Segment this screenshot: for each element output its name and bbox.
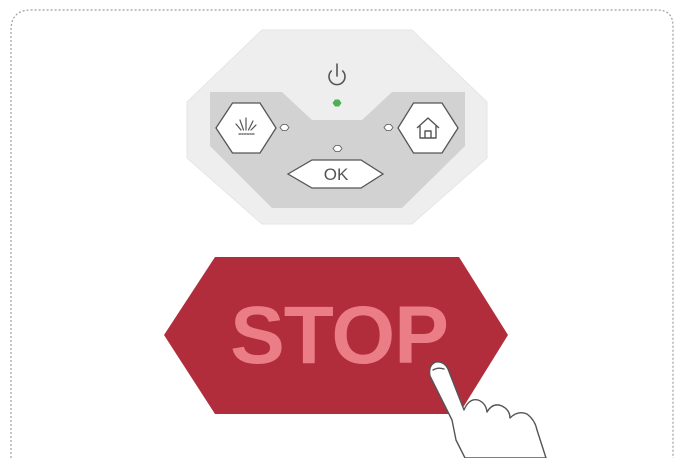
stop-label: STOP bbox=[230, 290, 448, 381]
indicator-led-center bbox=[333, 146, 342, 152]
pointing-hand-icon bbox=[430, 362, 546, 458]
indicator-led-right bbox=[384, 125, 393, 131]
control-panel: OK bbox=[187, 30, 487, 224]
indicator-led-left bbox=[280, 125, 289, 131]
ok-label: OK bbox=[324, 165, 349, 184]
